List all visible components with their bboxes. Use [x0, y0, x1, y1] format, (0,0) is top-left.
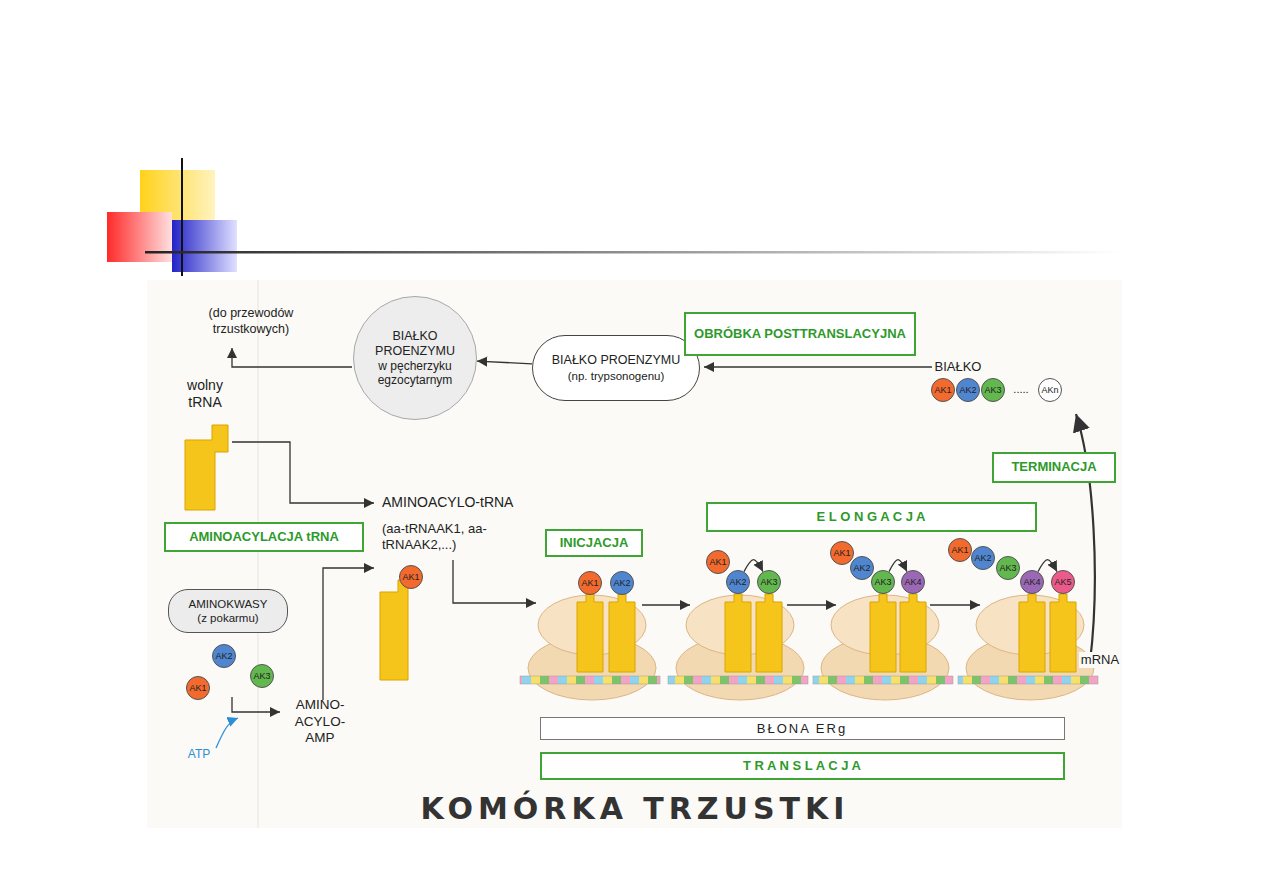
proenzyme-box: BIAŁKO PROENZYMU(np. trypsonogenu): [532, 335, 700, 401]
node-text: w pęcherzyku egzocytarnym: [364, 359, 466, 388]
amino-acid: AKn: [1038, 378, 1062, 402]
node-text: AK1: [709, 557, 726, 567]
trna-label: (aa-tRNAAK1, aa-tRNAAK2,...): [382, 521, 510, 554]
node-text: AK2: [853, 563, 870, 573]
stage-box: TERMINACJA: [992, 452, 1116, 483]
stage-box: AMINOACYLACJA tRNA: [164, 522, 364, 552]
intermediate-label: AMINO- ACYLO-AMP: [281, 697, 359, 748]
protein-label: BIAŁKO: [935, 359, 982, 375]
slide-decoration: [107, 158, 1120, 276]
node-text: BŁONA ERg: [757, 721, 847, 736]
amino-acid: AK3: [996, 556, 1020, 580]
node-text: AK3: [253, 671, 270, 681]
node-text: AK3: [760, 577, 777, 587]
amino-acid: AK3: [871, 570, 895, 594]
node-text: AK2: [613, 578, 630, 588]
amino-acid: AK4: [901, 570, 925, 594]
node-text: INICJACJA: [560, 536, 629, 551]
amino-acid: AK1: [578, 571, 602, 595]
node-text: BIAŁKO PROENZYMU: [364, 329, 466, 359]
node-text: AK1: [951, 545, 968, 555]
node-text: AK2: [974, 553, 991, 563]
peptide-transfer-arrow: [744, 560, 763, 572]
stage-box: E L O N G A C J A: [706, 502, 1037, 532]
stage-box: OBRÓBKA POSTTRANSLACYJNA: [684, 312, 916, 356]
flow-arrow: [477, 361, 532, 364]
trna-label: wolny tRNA: [175, 377, 235, 412]
node-text: (z pokarmu): [197, 611, 258, 625]
node-text: AK3: [984, 385, 1001, 395]
peptide-transfer-arrow: [1038, 560, 1057, 572]
node-text: AK1: [934, 385, 951, 395]
amino-acid: AK1: [931, 378, 955, 402]
node-text: OBRÓBKA POSTTRANSLACYJNA: [694, 327, 906, 342]
node-text: BIAŁKO PROENZYMU: [552, 353, 681, 369]
node-text: AK2: [215, 651, 232, 661]
amino-acid: AK1: [706, 550, 730, 574]
node-text: AK5: [1054, 577, 1071, 587]
amino-acid: AK3: [250, 664, 274, 688]
amino-acid: AK5: [1051, 570, 1075, 594]
amino-acid: AK2: [971, 546, 995, 570]
peptide-transfer-arrow: [889, 560, 907, 572]
amino-acid: AK2: [956, 378, 980, 402]
proenzyme-vesicle: BIAŁKO PROENZYMUw pęcherzyku egzocytarny…: [353, 296, 477, 420]
amino-acid: AK3: [757, 570, 781, 594]
node-text: AK1: [833, 548, 850, 558]
ellipsis: .....: [1013, 383, 1028, 397]
energy-label: ATP: [188, 747, 210, 762]
page-fold: [258, 280, 259, 828]
node-text: AK3: [874, 577, 891, 587]
node-text: AMINOKWASY: [189, 597, 268, 611]
amino-acid: AK2: [212, 644, 236, 668]
node-text: AK2: [959, 385, 976, 395]
stage-box: INICJACJA: [545, 529, 643, 557]
figure-caption: KOMÓRKA TRZUSTKI: [421, 791, 850, 826]
figure-ground: [147, 280, 1122, 828]
ribosomes: [520, 594, 1098, 700]
node-text: AK1: [581, 578, 598, 588]
atp-arrow: [216, 718, 238, 748]
node-text: AKn: [1041, 385, 1058, 395]
amino-acid: AK4: [1020, 570, 1044, 594]
node-text: AK1: [402, 572, 419, 582]
amino-acid: AK1: [830, 541, 854, 565]
node-text: TERMINACJA: [1011, 460, 1096, 475]
amino-acid: AK3: [981, 378, 1005, 402]
destination-note: (do przewodów trzustkowych): [189, 306, 314, 337]
amino-acid: AK2: [726, 570, 750, 594]
node-text: AK3: [999, 563, 1016, 573]
node-text: E L O N G A C J A: [817, 510, 926, 525]
node-text: AK4: [1023, 577, 1040, 587]
node-text: AK2: [729, 577, 746, 587]
amino-acid: AK1: [399, 565, 423, 589]
amino-acid: AK2: [850, 556, 874, 580]
node-text: (np. trypsonogenu): [568, 369, 665, 383]
node-text: AMINOACYLACJA tRNA: [189, 530, 339, 545]
mrna-label: mRNA: [1079, 652, 1121, 668]
amino-acid: AK2: [610, 571, 634, 595]
amino-acid: AK1: [948, 538, 972, 562]
amino-acid-pool: AMINOKWASY(z pokarmu): [168, 589, 288, 633]
stage-box: T R A N S L A C J A: [540, 752, 1065, 780]
membrane-band: BŁONA ERg: [540, 717, 1065, 740]
node-text: AK4: [904, 577, 921, 587]
node-text: AK1: [189, 683, 206, 693]
node-text: T R A N S L A C J A: [743, 759, 861, 774]
trna-free: [185, 425, 408, 680]
amino-acid: AK1: [186, 676, 210, 700]
trna-label: AMINOACYLO-tRNA: [382, 494, 513, 512]
